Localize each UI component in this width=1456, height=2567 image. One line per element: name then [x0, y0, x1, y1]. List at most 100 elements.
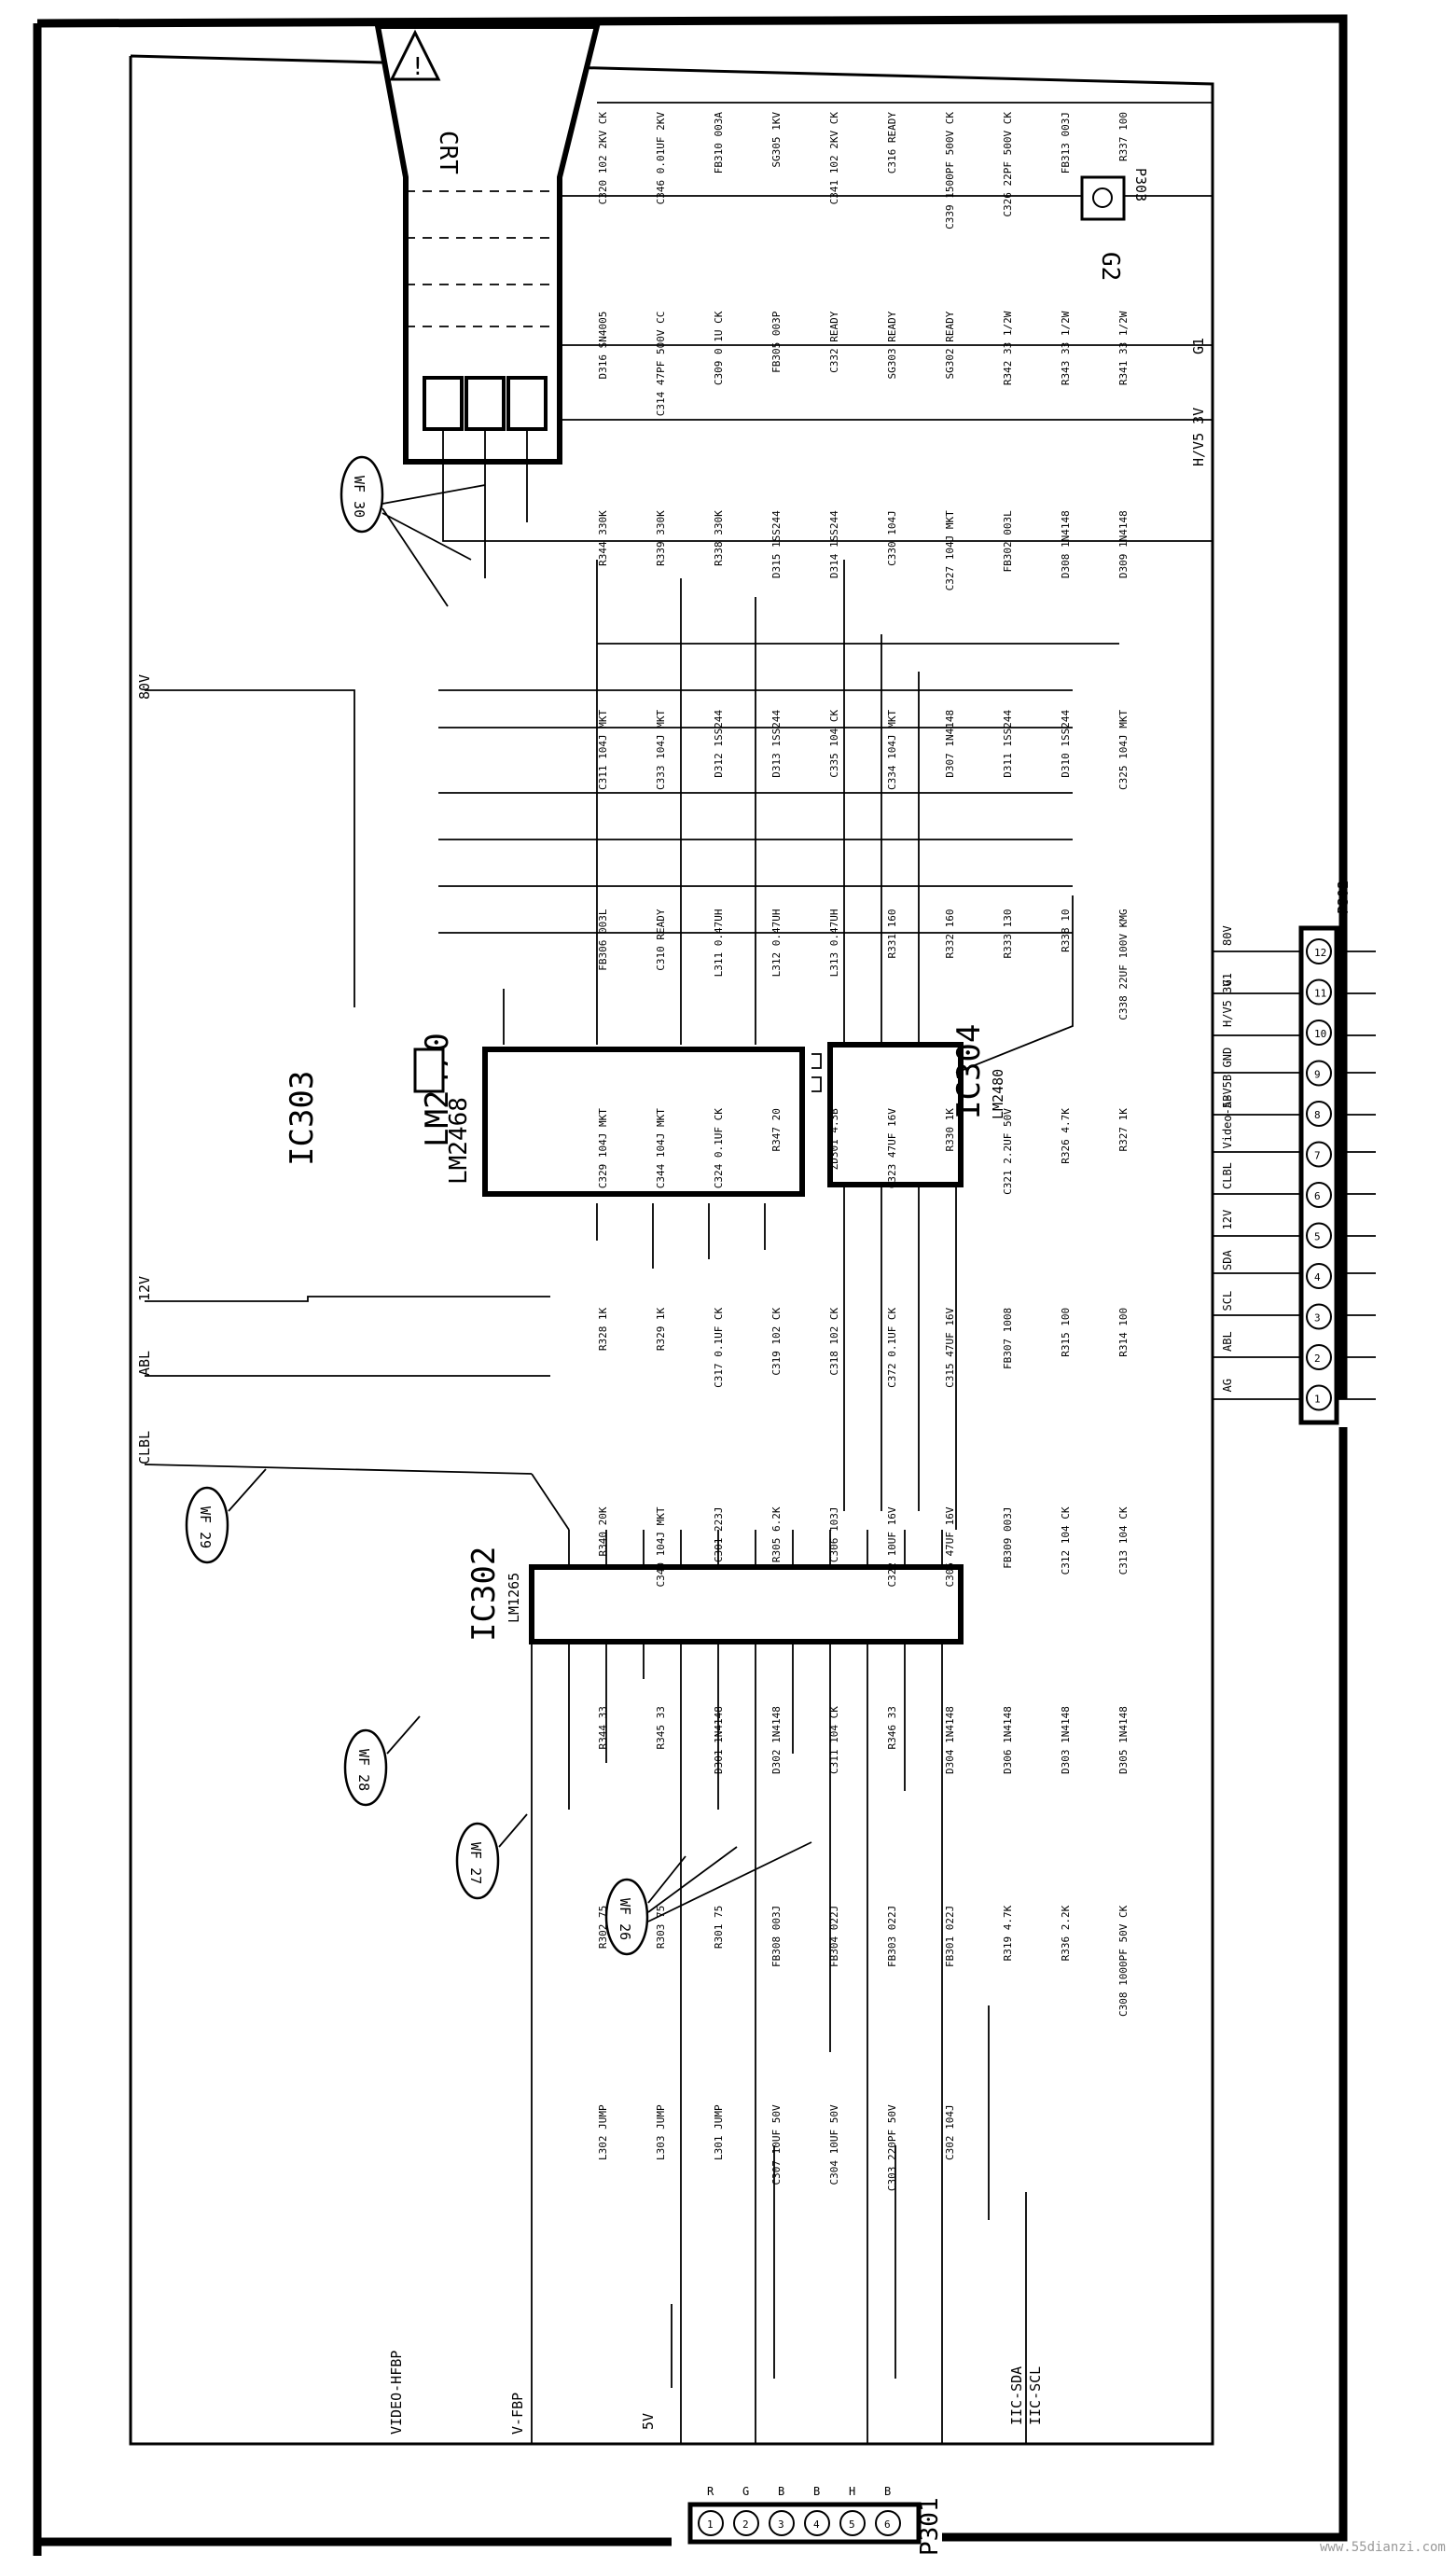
component-label: SG303 READY	[886, 311, 898, 379]
p302-pin-number: 4	[1314, 1271, 1321, 1284]
component-label: C304 10UF 50V	[828, 2104, 840, 2185]
component-label: R327 1K	[1117, 1108, 1130, 1152]
board-frame	[33, 14, 1348, 2556]
component-label: ZD301 4.3B	[828, 1108, 840, 1171]
p302-pin-signal: ABL	[1221, 1331, 1234, 1352]
ic302: IC302 LM1265	[465, 1547, 964, 1644]
p302-pin-number: 7	[1314, 1150, 1321, 1162]
p302-pin-1	[1306, 1384, 1332, 1411]
p302-pin-3	[1306, 1303, 1332, 1330]
component-label: R343 33 1/2W	[1060, 311, 1072, 385]
component-label: SG302 READY	[944, 311, 956, 379]
component-label: C332 READY	[828, 311, 840, 373]
p302-pin-number: 10	[1314, 1028, 1326, 1040]
p301-pin-signal: B	[813, 2485, 820, 2498]
rail-iic-scl: IIC-SCL	[1027, 2366, 1044, 2425]
component-label: R328 1K	[597, 1307, 609, 1351]
component-label: D313 1SS244	[770, 710, 783, 778]
p301-pin-number: 5	[849, 2518, 855, 2531]
p302-pin-number: 1	[1314, 1394, 1321, 1406]
p301-pin-signal: B	[778, 2485, 784, 2498]
component-label: R319 4.7K	[1002, 1905, 1014, 1961]
component-label: C322 10UF 16V	[886, 1506, 898, 1587]
rail-12v: 12V	[136, 1276, 153, 1301]
component-label: R338 330K	[713, 510, 725, 566]
ic303-ref: IC303	[284, 1071, 321, 1166]
p302-pin-signal: AG	[1221, 1379, 1234, 1392]
p302-pin-number: 8	[1314, 1109, 1321, 1121]
component-label: FB313 003J	[1060, 112, 1072, 173]
waveform-tags: WF 30 WF 29 WF 28 WF 27 WF 26	[185, 455, 812, 1956]
p302-pin-signal: 12V	[1221, 1210, 1234, 1230]
p301-pin-2	[733, 2510, 759, 2536]
ic302-ref: IC302	[465, 1547, 503, 1642]
component-label: L312 0.47UH	[770, 909, 783, 978]
component-label: C316 READY	[886, 112, 898, 174]
p302-pin-7	[1306, 1141, 1332, 1168]
component-label: R347 20	[770, 1108, 783, 1151]
component-label: C338 22UF 100V KMG	[1117, 909, 1130, 1020]
component-label: D314 1SS244	[828, 510, 840, 578]
component-label: C339 1500PF 500V CK	[944, 112, 956, 229]
p302-pin-signal: A-V5B	[1221, 1075, 1234, 1108]
p302-pin-12	[1306, 938, 1332, 964]
component-label: FB302 003L	[1002, 510, 1014, 573]
component-label: C326 22PF 500V CK	[1002, 112, 1014, 217]
component-label: C340 104J MKT	[655, 1506, 667, 1587]
component-label: L303 JUMP	[655, 2104, 667, 2160]
component-label: FB306 003L	[597, 909, 609, 971]
component-label: D303 1N4148	[1060, 1706, 1072, 1774]
component-label: FB309 003J	[1002, 1506, 1014, 1568]
component-label: C318 102 CK	[828, 1307, 840, 1375]
component-label: C317 0.1UF CK	[713, 1307, 725, 1387]
rail-clbl: CLBL	[136, 1431, 153, 1464]
p302-pin-signal: 80V	[1221, 925, 1234, 946]
component-label: D304 1N4148	[944, 1706, 956, 1774]
component-label: D308 1N4148	[1060, 510, 1072, 578]
component-label: C323 47UF 16V	[886, 1108, 898, 1188]
component-label: D306 1N4148	[1002, 1706, 1014, 1774]
component-label: R333 130	[1002, 909, 1014, 959]
component-label: R305 6.2K	[770, 1506, 783, 1562]
component-label: R345 33	[655, 1706, 667, 1749]
p301-pin-number: 6	[884, 2518, 891, 2531]
component-label: C346 0.01UF 2KV	[655, 112, 667, 205]
component-label: L313 0.47UH	[828, 909, 840, 978]
wf-30-label: WF 30	[351, 476, 367, 518]
p302-pin-4	[1306, 1263, 1332, 1289]
component-label: R346 33	[886, 1706, 898, 1749]
component-label: D312 1SS244	[713, 710, 725, 778]
component-label: D307 1N4148	[944, 710, 956, 778]
crt-hazard: !	[410, 53, 425, 81]
component-label: C305 47UF 16V	[944, 1506, 956, 1587]
component-label: D316 SN4005	[597, 312, 609, 380]
g2-terminal: G2 P303	[1080, 168, 1149, 281]
p302-pin-number: 5	[1314, 1231, 1321, 1243]
p302-pin-signal: G1	[1221, 973, 1234, 986]
component-label: R344 330K	[597, 510, 609, 566]
p302-pin-6	[1306, 1182, 1332, 1208]
component-label: C313 104 CK	[1117, 1506, 1130, 1575]
ic304-part: LM2480	[990, 1069, 1006, 1119]
component-label: R344 33	[597, 1706, 609, 1749]
watermark: www.55dianzi.com	[1320, 2540, 1446, 2555]
component-label: L311 0.47UH	[713, 909, 725, 978]
component-label: R332 160	[944, 909, 956, 959]
p302-pin-number: 3	[1314, 1312, 1321, 1325]
component-label: R339 330K	[655, 510, 667, 566]
component-label: FB301 022J	[944, 1906, 956, 1967]
p302-pin-signal: CLBL	[1221, 1162, 1234, 1189]
component-label: C309 0.1U CK	[713, 311, 725, 385]
wf-26: WF 26	[604, 1841, 812, 1956]
component-label: R340 20K	[597, 1506, 609, 1556]
component-label: C308 1000PF 50V CK	[1117, 1905, 1130, 2017]
component-label: R302 75	[597, 1906, 609, 1949]
wf-26-label: WF 26	[617, 1898, 633, 1940]
p301-pin-3	[769, 2510, 795, 2536]
component-label: FB310 003A	[713, 112, 725, 174]
p302-pin-number: 9	[1314, 1069, 1321, 1081]
